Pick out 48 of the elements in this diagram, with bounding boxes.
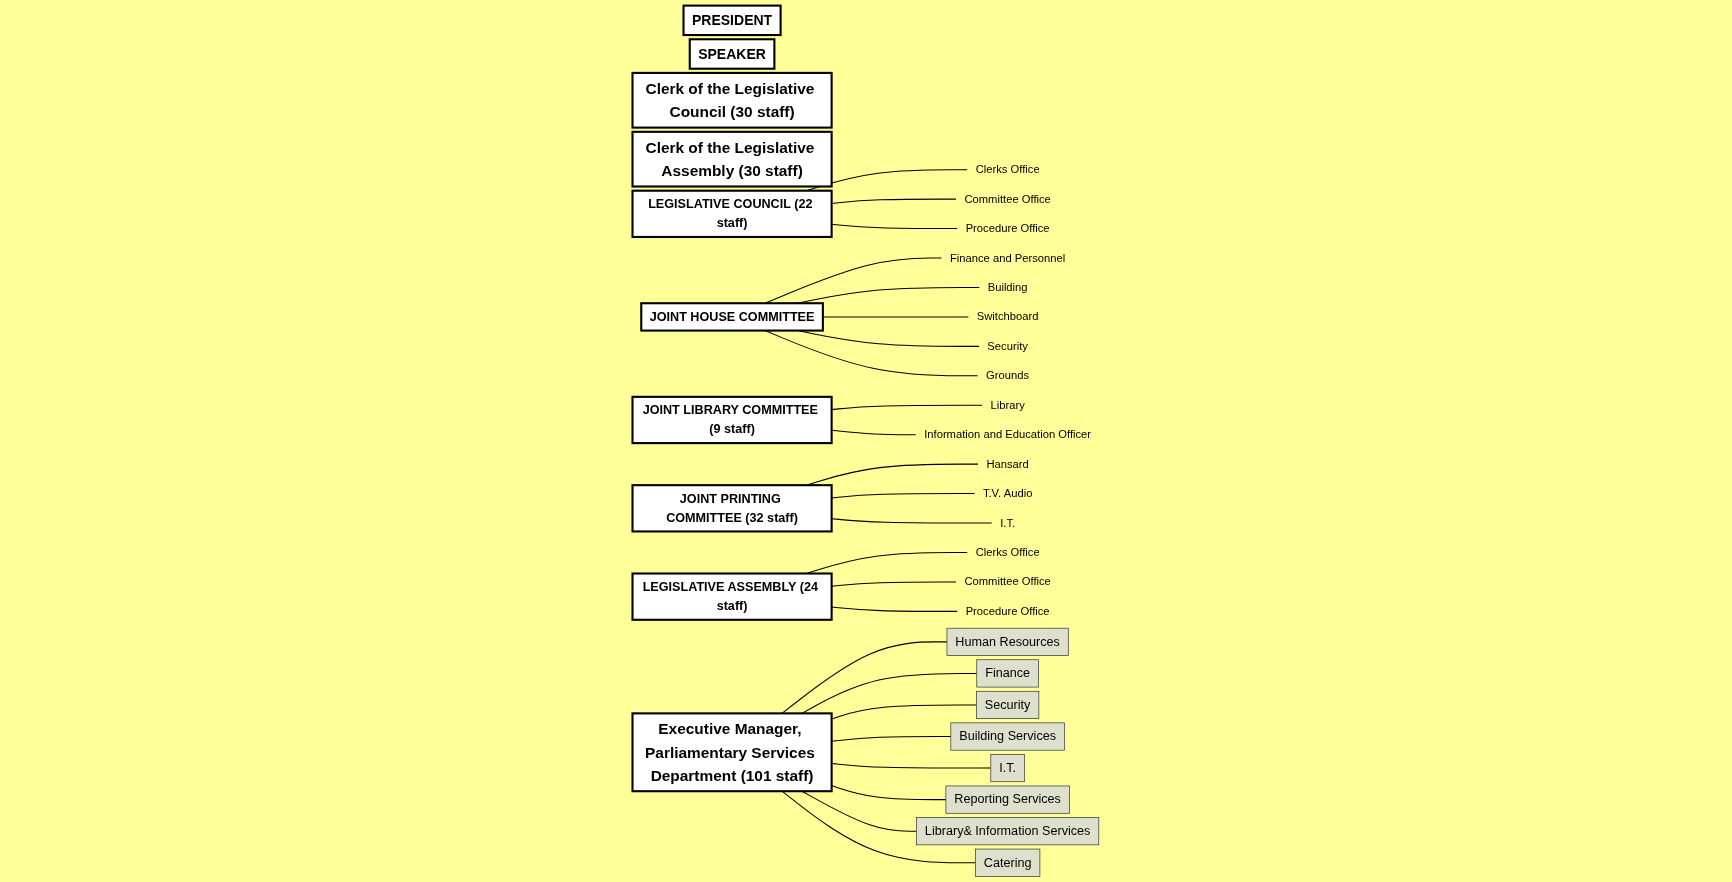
node-box: Security <box>976 690 1040 719</box>
node-text: Switchboard <box>976 310 1039 323</box>
node-text: Library <box>990 398 1025 411</box>
connector <box>831 518 993 524</box>
node-text: Procedure Office <box>965 605 1050 617</box>
connector <box>831 223 958 230</box>
node-box: Clerk of the Legislative Assembly (30 staff) <box>631 130 833 188</box>
connector <box>831 493 975 499</box>
node-box: LEGISLATIVE COUNCIL (22 staff) <box>631 189 833 239</box>
node-text: Procedure Office <box>965 222 1050 235</box>
node-text: Clerks Office <box>975 546 1040 559</box>
connector <box>831 762 992 769</box>
node-text: Clerks Office <box>975 163 1040 176</box>
connector <box>831 198 957 204</box>
node-box: Finance <box>976 659 1039 688</box>
node-text: Security <box>987 340 1028 352</box>
node-text: Hansard <box>986 457 1029 470</box>
node-box: JOINT PRINTING COMMITTEE (32 staff) <box>631 484 833 533</box>
node-text: I.T. <box>1000 516 1016 529</box>
node-box: Executive Manager, Parliamentary Services Department (101 staff) <box>631 712 833 793</box>
node-text: Finance and Personnel <box>949 251 1066 264</box>
node-box: JOINT LIBRARY COMMITTEE (9 staff) <box>631 395 833 445</box>
connector <box>831 704 977 720</box>
node-box: I.T. <box>990 754 1025 783</box>
connector <box>831 606 958 612</box>
connector <box>831 429 917 436</box>
node-box: Catering <box>975 848 1041 877</box>
node-text: Committee Office <box>964 575 1051 588</box>
node-text: Building <box>987 281 1028 294</box>
node-box: LEGISLATIVE ASSEMBLY (24 staff) <box>631 572 833 621</box>
connector <box>781 641 948 714</box>
node-box: Human Resources <box>946 627 1069 656</box>
node-box: Reporting Services <box>945 785 1070 814</box>
connector <box>831 581 957 587</box>
node-box: Building Services <box>950 722 1065 751</box>
connector <box>831 785 947 801</box>
node-text: T.V. Audio <box>982 487 1033 500</box>
node-box: Clerk of the Legislative Council (30 staff) <box>631 71 833 129</box>
connector <box>822 316 969 318</box>
node-box: JOINT HOUSE COMMITTEE <box>640 302 824 332</box>
node-box: PRESIDENT <box>682 4 782 37</box>
node-box: SPEAKER <box>688 38 776 70</box>
connector <box>831 404 983 411</box>
node-text: Committee Office <box>964 192 1051 205</box>
node-box: Library& Information Services <box>916 817 1100 846</box>
node-text: Information and Education Officer <box>924 428 1092 441</box>
node-text: Grounds <box>986 369 1030 382</box>
connector <box>831 736 952 742</box>
